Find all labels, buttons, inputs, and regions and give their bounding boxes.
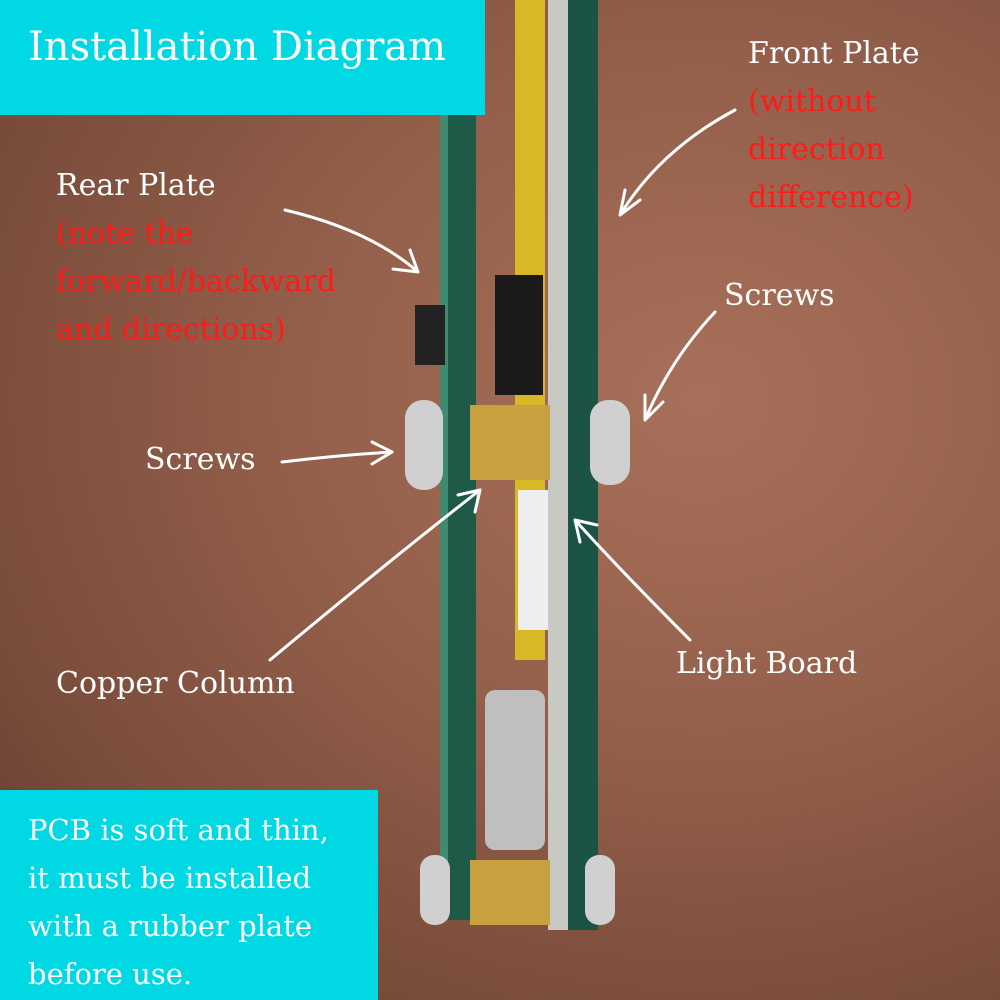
connector [518,490,548,630]
rear-plate-note-2: forward/backward [56,264,336,299]
note-line-1: PCB is soft and thin, [28,813,329,847]
screws-left-label: Screws [145,442,256,477]
page-title: Installation Diagram [28,24,447,70]
usb-c-port [485,690,545,850]
front-plate-note-3: difference) [748,180,914,215]
note-line-2: it must be installed [28,861,312,895]
arrow-screws-left [280,440,394,466]
warning-note: PCB is soft and thin, it must be install… [28,806,378,998]
arrow-screws-right [643,310,717,422]
switch [495,275,543,395]
rear-plate-label: Rear Plate [56,168,216,203]
light-board [548,0,568,930]
rear-plate-note-1: (note the [56,216,194,251]
front-plate-note-2: direction [748,132,885,167]
title-banner: Installation Diagram [0,0,485,115]
screw-left [405,400,443,490]
copper-column [470,405,550,480]
arrow-front-plate [618,108,737,217]
screw-right [590,400,630,485]
warning-note-box: PCB is soft and thin, it must be install… [0,790,378,1000]
screws-right-label: Screws [724,278,835,313]
light-board-label: Light Board [676,646,858,681]
arrow-light-board [573,518,692,642]
front-plate-label: Front Plate [748,36,920,71]
arrow-rear-plate [283,208,420,274]
note-line-4: before use. [28,957,193,991]
arrow-copper-column [268,488,482,662]
front-plate-note-1: (without [748,84,876,119]
copper-column-label: Copper Column [56,666,295,701]
rear-plate-note-3: and directions) [56,312,286,347]
note-line-3: with a rubber plate [28,909,313,943]
